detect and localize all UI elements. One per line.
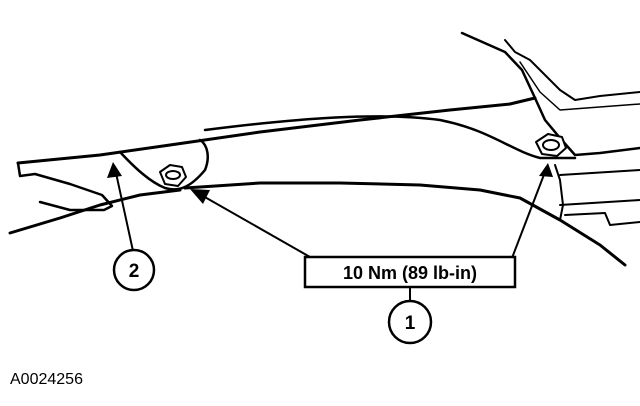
callout-number-1: 1	[405, 313, 416, 334]
upper-structure-inner	[504, 39, 640, 101]
figure-id: A0024256	[10, 371, 83, 388]
callout-circle-1	[387, 299, 433, 345]
leader-2	[115, 172, 134, 252]
upper-structure-line	[519, 61, 640, 111]
leader-1-left	[202, 195, 311, 258]
torque-callout-box	[303, 255, 517, 289]
callout-number-2: 2	[129, 261, 140, 282]
left-lower-edge	[8, 188, 182, 235]
upper-structure	[460, 31, 640, 157]
right-bolt	[535, 133, 567, 157]
bracket-lower-edge	[183, 181, 627, 267]
left-bracket-side	[16, 161, 114, 212]
bracket-upper-edge	[16, 96, 537, 165]
arrow-right-bolt	[539, 163, 553, 177]
arrow-left-bolt	[190, 189, 210, 204]
callout-circle-2	[112, 248, 156, 292]
right-lower-brace-end	[554, 164, 564, 221]
torque-callout-text: 10 Nm (89 lb-in)	[343, 263, 477, 283]
bracket-ridge	[203, 115, 577, 160]
right-lower-brace	[559, 169, 640, 226]
arrow-item-2	[107, 162, 122, 178]
leader-1-right	[511, 171, 546, 259]
left-bolt	[159, 164, 187, 187]
left-bolt-flange	[118, 138, 209, 191]
